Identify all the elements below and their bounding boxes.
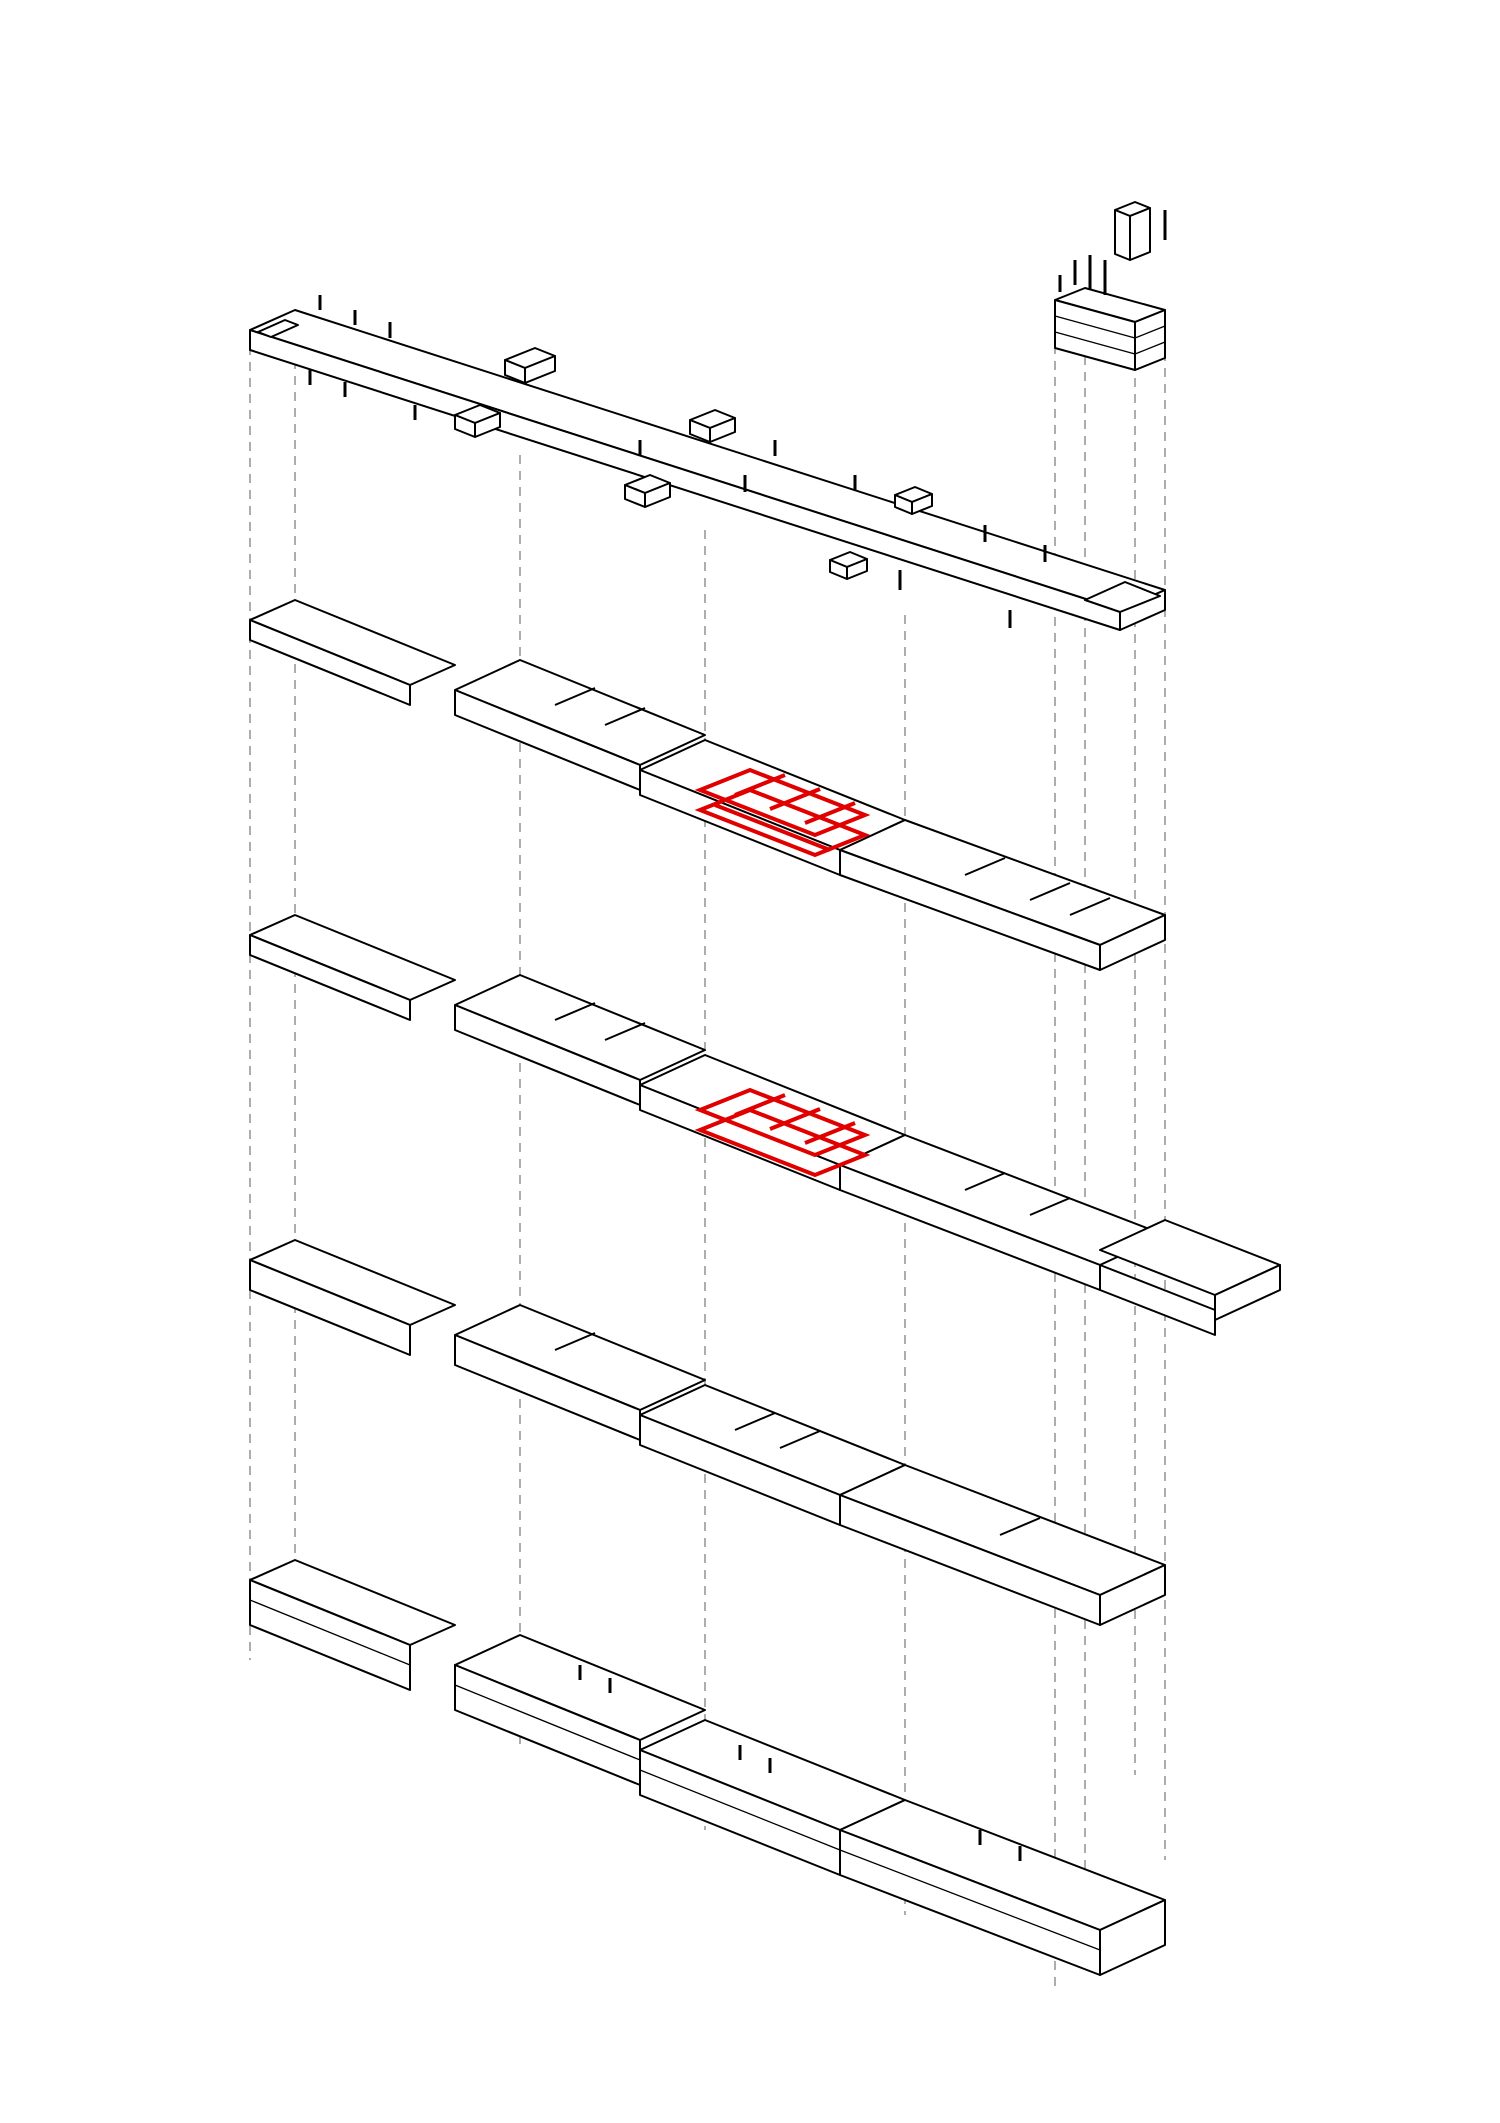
roof-skylight <box>894 486 933 515</box>
roof-skylight <box>454 404 501 438</box>
highlighted-frame-module <box>694 1087 871 1178</box>
roof-skylight <box>504 347 556 384</box>
roof-skylight <box>624 474 671 508</box>
stair-tower <box>1054 201 1167 371</box>
roof-skylight <box>689 409 736 443</box>
ground-posts <box>578 1665 1022 1861</box>
roof-level <box>249 295 1166 631</box>
level-3 <box>249 599 1166 971</box>
ground-level <box>249 1559 1166 1976</box>
level-2 <box>249 914 1281 1336</box>
highlighted-frame-module <box>694 767 871 858</box>
roof-skylight <box>829 551 868 580</box>
level-1 <box>249 1239 1166 1626</box>
roof-posts <box>308 295 1047 628</box>
tower-posts <box>1058 210 1167 295</box>
